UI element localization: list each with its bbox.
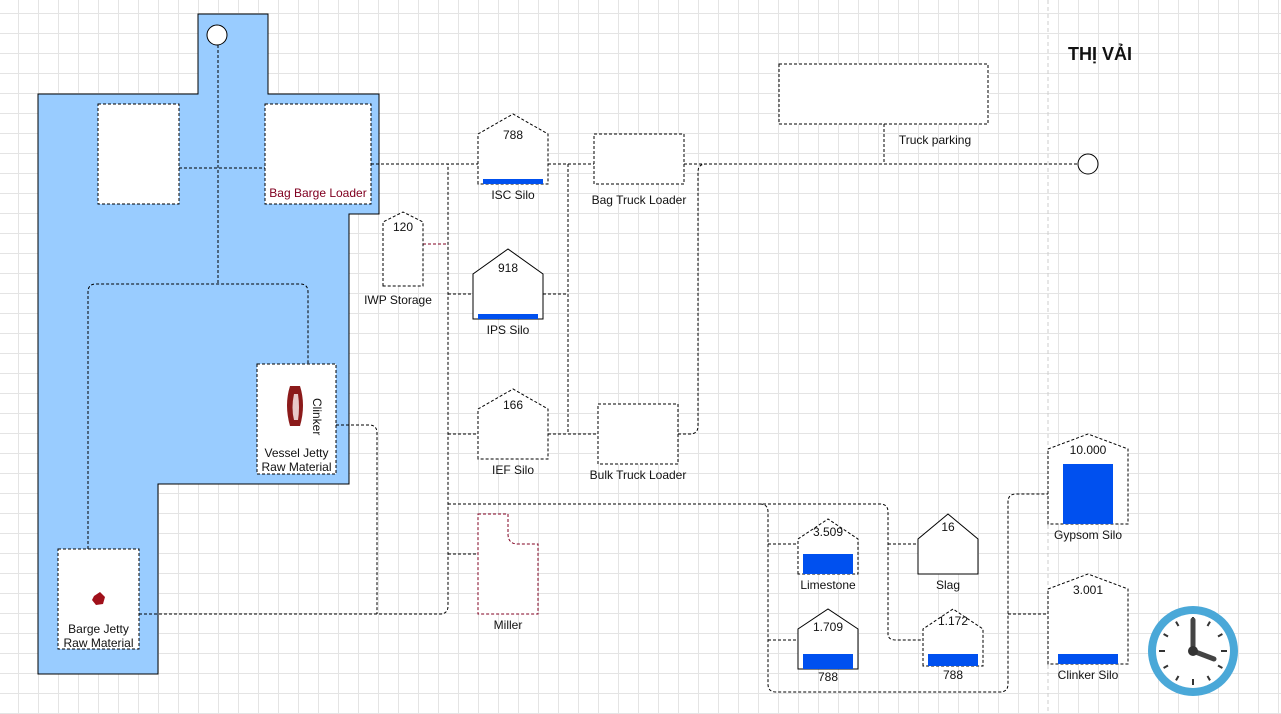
bulk-truck-loader-label: Bulk Truck Loader: [589, 468, 687, 482]
silo-ief: [477, 388, 549, 460]
bag-barge-loader-box: [264, 103, 372, 205]
silo-value: 10.000: [1069, 443, 1107, 457]
circle-endpoint-icon: [1077, 153, 1099, 175]
silo-name: Slag: [935, 578, 961, 592]
silo-value: 16: [941, 520, 955, 534]
vessel-jetty-label-1: Vessel Jetty: [264, 446, 329, 460]
silo-fill-bar: [928, 654, 978, 666]
silo-name: Gypsom Silo: [1053, 528, 1123, 542]
silo-gypsom: [1047, 433, 1129, 525]
silo-value: 1.172: [937, 614, 969, 628]
clinker-side-label: Clinker: [310, 398, 324, 436]
truck-parking-label: Truck parking: [898, 133, 972, 147]
bag-truck-loader-box: [593, 133, 685, 185]
bulk-truck-loader-box: [597, 403, 679, 465]
silo-iwp: [382, 211, 424, 287]
barge-jetty-label-2: Raw Material: [63, 636, 134, 650]
silo-fill-bar: [1058, 654, 1118, 664]
silo-ips: [472, 248, 544, 320]
silo-limestone: [797, 518, 859, 575]
silo-name: 788: [942, 668, 964, 682]
silo-slag: [917, 513, 979, 575]
silo-fill-bar: [803, 554, 853, 574]
silo-value: 918: [497, 261, 519, 275]
connectors: [87, 45, 1078, 693]
miller-shape: [477, 513, 539, 615]
silo-fill-bar: [478, 314, 538, 319]
silo-name: Limestone: [800, 578, 856, 592]
circle-endpoint-icon: [206, 24, 228, 46]
page-title: THỊ VẢI: [1068, 44, 1133, 64]
silo-fill-bar: [1063, 464, 1113, 524]
silo-788-right: [922, 608, 984, 667]
silo-name: IWP Storage: [364, 293, 432, 307]
clock-icon[interactable]: [1146, 604, 1240, 698]
silo-name: Clinker Silo: [1057, 668, 1119, 682]
truck-parking-box: [778, 63, 989, 125]
silo-name: ISC Silo: [491, 188, 535, 202]
unnamed-area-box: [97, 103, 180, 205]
silo-value: 3.509: [812, 525, 844, 539]
bag-barge-loader-label: Bag Barge Loader: [269, 186, 367, 200]
silo-name: IEF Silo: [491, 463, 534, 477]
bag-truck-loader-label: Bag Truck Loader: [591, 193, 687, 207]
silo-value: 1.709: [812, 620, 844, 634]
silo-788-left: [797, 608, 859, 670]
silo-fill-bar: [483, 179, 543, 184]
silo-name: IPS Silo: [486, 323, 530, 337]
miller-label: Miller: [493, 618, 523, 632]
barge-marker-icon: [92, 592, 105, 605]
vessel-jetty-label-2: Raw Material: [261, 460, 332, 474]
silo-isc: [477, 113, 549, 185]
silo-clinker: [1047, 573, 1129, 665]
silo-name: 788: [817, 670, 839, 684]
silo-value: 788: [502, 128, 524, 142]
silo-value: 3.001: [1072, 583, 1104, 597]
silo-fill-bar: [803, 654, 853, 669]
silo-value: 166: [502, 398, 524, 412]
ship-icon: [287, 386, 303, 426]
silo-value: 120: [392, 220, 414, 234]
barge-jetty-label-1: Barge Jetty: [68, 622, 129, 636]
